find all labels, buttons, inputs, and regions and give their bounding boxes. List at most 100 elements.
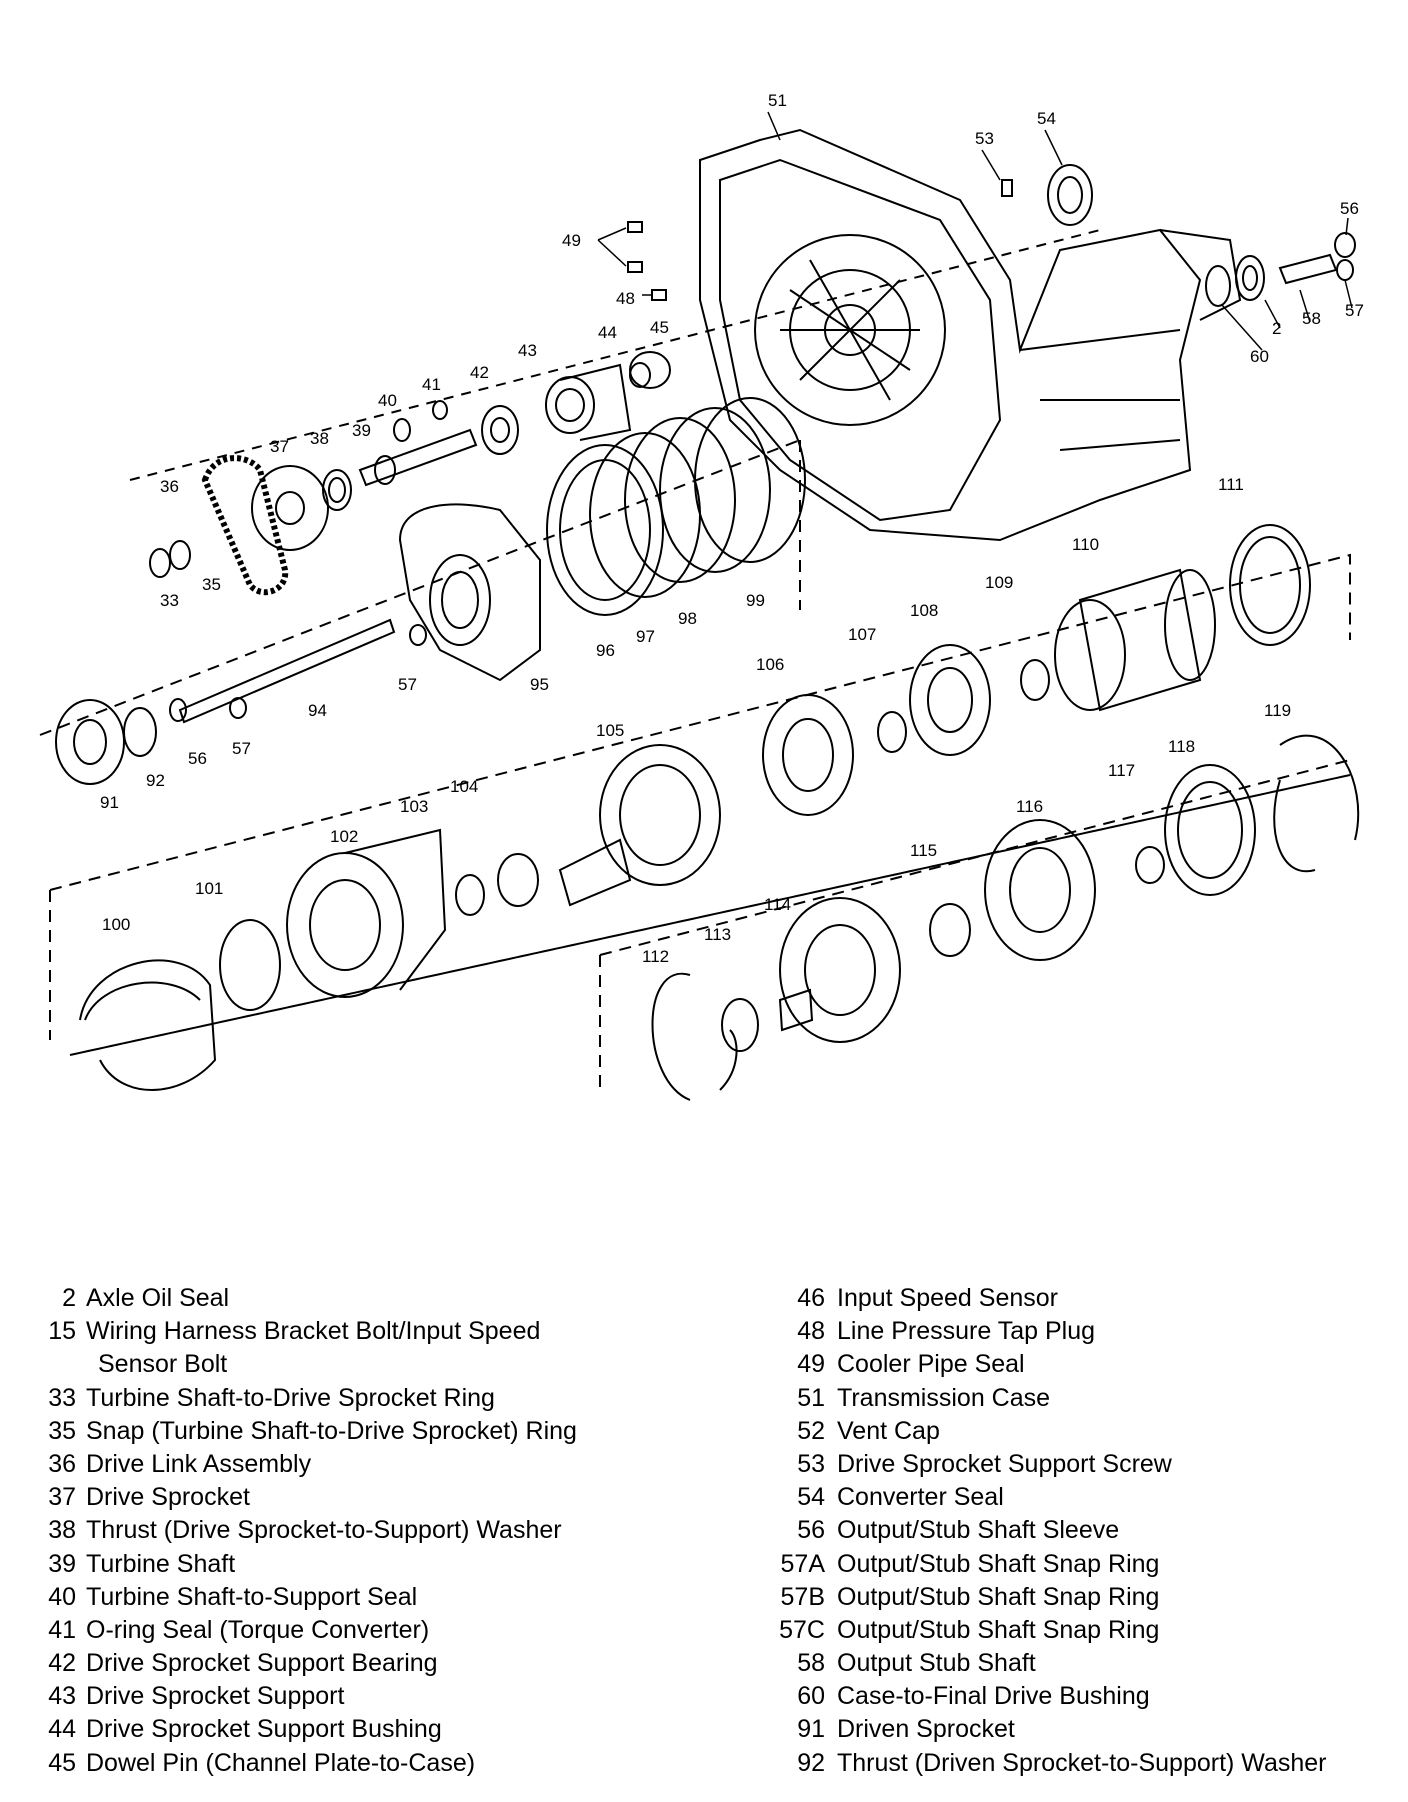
callout-label: 114 xyxy=(764,895,791,914)
callout-label: 113 xyxy=(704,925,731,944)
axle-seal-group xyxy=(1205,232,1356,307)
gear-108 xyxy=(909,644,991,756)
clutch-plates-96-99 xyxy=(546,397,806,616)
legend-part-name: O-ring Seal (Torque Converter) xyxy=(86,1615,430,1644)
band-111 xyxy=(1229,524,1311,646)
legend-row: 41 O-ring Seal (Torque Converter) xyxy=(18,1614,698,1647)
callout-label: 111 xyxy=(1218,475,1244,494)
callout-label: 99 xyxy=(746,591,765,610)
callout-label: 36 xyxy=(160,477,179,496)
legend-part-number: 57A xyxy=(780,1549,825,1578)
legend-part-number: 46 xyxy=(797,1284,825,1312)
callout-labels: 51 53 54 56 49 48 57 2 58 60 45 44 43 42… xyxy=(100,91,1364,966)
callout-label: 116 xyxy=(1016,797,1043,816)
legend-part-name: Drive Sprocket Support Bushing xyxy=(86,1715,442,1744)
group-boundary-upper xyxy=(39,439,801,736)
bearing-115 xyxy=(929,903,971,957)
callout-label: 49 xyxy=(562,231,581,250)
legend-part-name: Line Pressure Tap Plug xyxy=(837,1317,1096,1346)
callout-label: 43 xyxy=(518,341,537,360)
legend-part-name: Thrust (Drive Sprocket-to-Support) Washe… xyxy=(86,1516,562,1545)
band-100 xyxy=(79,959,217,1091)
legend-part-name: Dowel Pin (Channel Plate-to-Case) xyxy=(86,1748,476,1777)
callout-label: 101 xyxy=(195,879,223,898)
callout-label: 56 xyxy=(1340,199,1359,218)
legend-part-number: 57C xyxy=(779,1615,825,1644)
callout-label: 51 xyxy=(768,91,787,110)
legend-part-number: 52 xyxy=(797,1416,825,1445)
callout-label: 35 xyxy=(202,575,221,594)
callout-label: 117 xyxy=(1108,761,1135,780)
legend-row: 38 Thrust (Drive Sprocket-to-Support) Was… xyxy=(18,1514,698,1547)
legend-part-number: 53 xyxy=(797,1449,825,1478)
legend-part-number: 35 xyxy=(48,1416,76,1445)
callout-label: 56 xyxy=(188,749,207,768)
legend-part-name: Axle Oil Seal xyxy=(86,1284,230,1312)
ring-109 xyxy=(1020,659,1050,701)
ring-117 xyxy=(1135,846,1165,884)
legend-part-number: 41 xyxy=(48,1615,76,1644)
legend-part-number: 38 xyxy=(48,1516,76,1545)
legend-part-number: 37 xyxy=(48,1483,76,1512)
callout-label: 42 xyxy=(470,363,489,382)
callout-label: 92 xyxy=(146,771,165,790)
transmission-case xyxy=(699,128,1242,542)
callout-label: 53 xyxy=(975,129,994,148)
cooler-pipe-seals-49 xyxy=(627,221,643,273)
legend-part-name: Thrust (Driven Sprocket-to-Support) Wash… xyxy=(837,1748,1327,1777)
washer-92 xyxy=(123,707,157,757)
callout-label: 57 xyxy=(232,739,251,758)
legend-part-number: 91 xyxy=(797,1715,825,1744)
converter-seal-54 xyxy=(1047,164,1093,226)
drive-sprocket-support-43 xyxy=(545,351,671,441)
legend-part-name: Drive Sprocket Support xyxy=(86,1682,345,1711)
callout-label: 60 xyxy=(1250,347,1269,366)
legend-part-number: 42 xyxy=(48,1649,76,1678)
housing-95 xyxy=(398,503,541,682)
callout-label: 106 xyxy=(756,655,784,674)
assembly-114 xyxy=(778,897,901,1043)
ring-33-35 xyxy=(149,540,191,578)
legend-part-name: Wiring Harness Bracket Bolt/Input Speed xyxy=(86,1317,541,1346)
washer-38 xyxy=(322,469,352,511)
legend-row: 57C Output/Stub Shaft Snap Ring xyxy=(745,1614,1395,1647)
callout-label: 95 xyxy=(530,675,549,694)
legend-part-name: Cooler Pipe Seal xyxy=(837,1350,1025,1379)
legend-part-name: Drive Sprocket xyxy=(86,1483,250,1512)
turbine-shaft-39 xyxy=(358,428,478,487)
legend-part-number: 56 xyxy=(797,1516,825,1545)
callout-label: 44 xyxy=(598,323,617,342)
callout-label: 48 xyxy=(616,289,635,308)
legend-part-name: Output/Stub Shaft Snap Ring xyxy=(837,1615,1160,1644)
callout-label: 105 xyxy=(596,721,624,740)
legend-part-number: 49 xyxy=(797,1350,825,1379)
callout-label: 57 xyxy=(1345,301,1364,320)
legend-part-number: 39 xyxy=(48,1549,76,1578)
legend-part-number: 44 xyxy=(48,1715,76,1744)
legend-part-number: 51 xyxy=(797,1383,825,1412)
shaft-94 xyxy=(178,618,396,724)
washer-104 xyxy=(497,853,539,907)
ring-107 xyxy=(877,711,907,753)
ring-113 xyxy=(721,998,759,1052)
gear-118 xyxy=(1164,764,1256,896)
legend-part-number: 33 xyxy=(48,1383,76,1412)
callout-label: 102 xyxy=(330,827,358,846)
exploded-parts-diagram: 51 53 54 56 49 48 57 2 58 60 45 44 43 42… xyxy=(39,91,1364,1101)
callout-label: 107 xyxy=(848,625,876,644)
callout-label: 110 xyxy=(1072,535,1099,554)
